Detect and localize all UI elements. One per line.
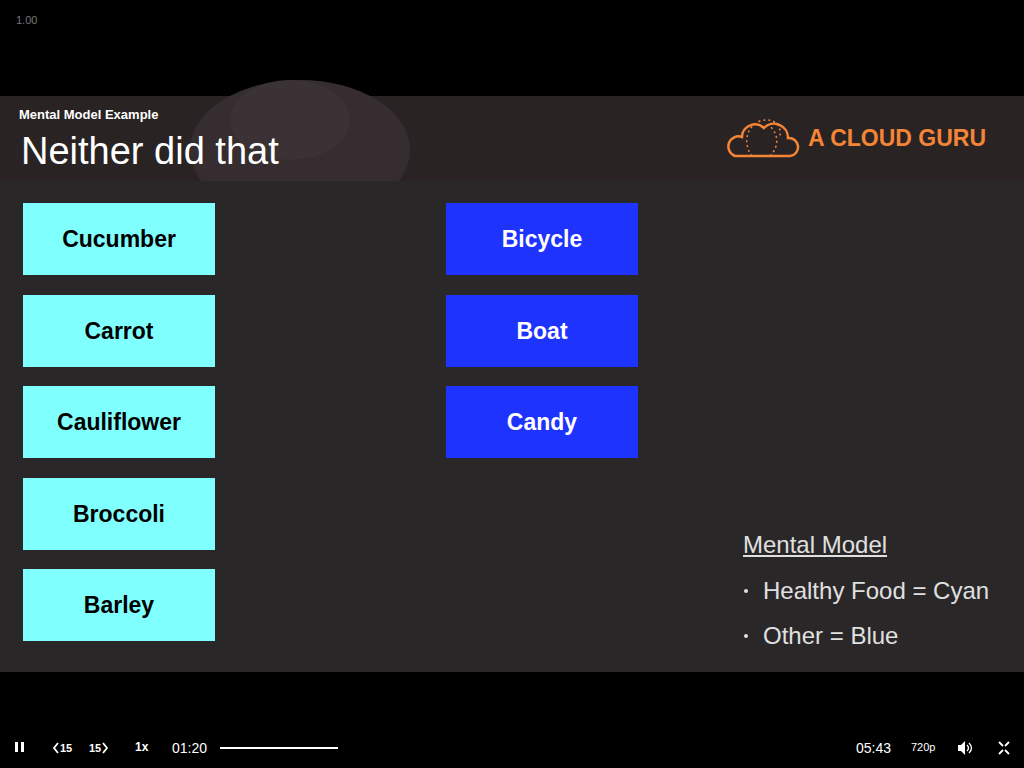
progress-bar	[220, 747, 338, 749]
bullet	[744, 634, 748, 638]
box-label: Cauliflower	[57, 409, 181, 436]
forward-chevron	[103, 743, 107, 753]
other-item-box: Bicycle	[446, 203, 638, 275]
other-item-box: Boat	[446, 295, 638, 367]
fullscreen-icon	[999, 742, 1009, 754]
playback-rate: 1.00	[16, 15, 37, 26]
box-label: Bicycle	[502, 226, 583, 253]
healthy-food-box: Cauliflower	[23, 386, 215, 458]
rewind-chevron	[54, 743, 58, 753]
healthy-food-box: Carrot	[23, 295, 215, 367]
slide-title: Neither did that	[21, 132, 279, 170]
slide-body	[0, 181, 1024, 672]
cloud-inner	[770, 126, 777, 156]
box-label: Cucumber	[62, 226, 176, 253]
healthy-food-box: Cucumber	[23, 203, 215, 275]
volume-icon	[967, 743, 972, 753]
rewind-seconds: 15	[60, 743, 72, 754]
box-label: Boat	[516, 318, 567, 345]
pause-icon	[15, 742, 18, 752]
current-time: 01:20	[172, 741, 207, 755]
legend-heading: Mental Model	[743, 533, 887, 557]
legend-item: Healthy Food = Cyan	[763, 579, 989, 603]
box-label: Broccoli	[73, 501, 165, 528]
box-label: Barley	[84, 592, 154, 619]
cloud-outline	[728, 124, 798, 156]
other-item-box: Candy	[446, 386, 638, 458]
pause-icon	[21, 742, 24, 752]
cloud-logo	[728, 120, 798, 156]
box-label: Candy	[507, 409, 577, 436]
speed-button: 1x	[135, 741, 148, 753]
legend-item: Other = Blue	[763, 624, 898, 648]
slide-subtitle: Mental Model Example	[19, 108, 158, 121]
bullet	[744, 589, 748, 593]
volume-icon	[958, 741, 965, 755]
forward-seconds: 15	[89, 743, 101, 754]
box-label: Carrot	[84, 318, 153, 345]
cloud-inner	[747, 120, 781, 156]
healthy-food-box: Barley	[23, 569, 215, 641]
header-band	[0, 96, 1024, 181]
quality-setting: 720p	[911, 742, 935, 753]
brand-logo-text: A CLOUD GURU	[808, 127, 986, 150]
healthy-food-box: Broccoli	[23, 478, 215, 550]
total-time: 05:43	[856, 741, 891, 755]
